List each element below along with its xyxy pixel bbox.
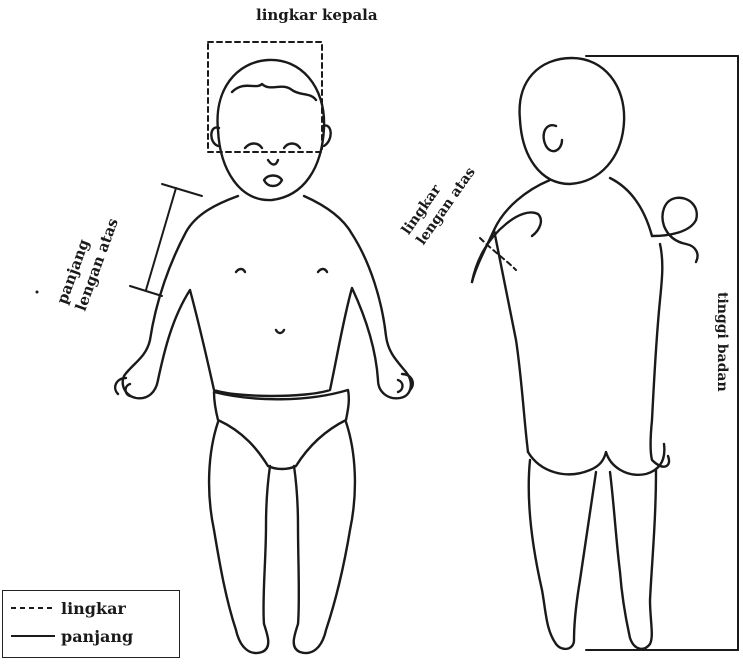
legend-row-dashed: lingkar	[11, 597, 126, 619]
front-eye-right	[284, 144, 300, 149]
front-torso	[123, 196, 411, 398]
legend-row-solid: panjang	[11, 625, 133, 647]
back-ear	[544, 125, 562, 151]
front-navel	[276, 330, 284, 333]
front-nipple-right	[318, 269, 327, 272]
front-hair	[232, 84, 316, 100]
dashed-line-swatch	[11, 603, 55, 613]
front-eye-left	[245, 144, 262, 149]
back-buttocks	[528, 444, 664, 475]
front-diaper	[214, 390, 349, 469]
front-head	[218, 60, 325, 200]
front-nipple-left	[236, 269, 245, 272]
front-nose	[268, 160, 278, 165]
legend-label-dashed: lingkar	[61, 599, 126, 618]
legend-label-solid: panjang	[61, 627, 133, 646]
baby-front-view	[115, 60, 413, 653]
head-circumference-marker	[208, 42, 322, 152]
front-mouth	[264, 176, 282, 187]
back-torso	[472, 178, 669, 467]
back-leg-left	[529, 460, 596, 649]
baby-back-view	[472, 58, 698, 649]
label-body-length: tinggi badan	[714, 292, 730, 392]
back-leg-right	[610, 470, 656, 649]
solid-line-swatch	[11, 631, 55, 641]
back-fist	[652, 198, 698, 262]
stray-dot	[36, 291, 39, 294]
back-forearm	[472, 212, 541, 282]
label-head-circumference: lingkar kepala	[256, 6, 378, 24]
legend-box: lingkar panjang	[2, 590, 180, 658]
back-head	[520, 58, 625, 184]
